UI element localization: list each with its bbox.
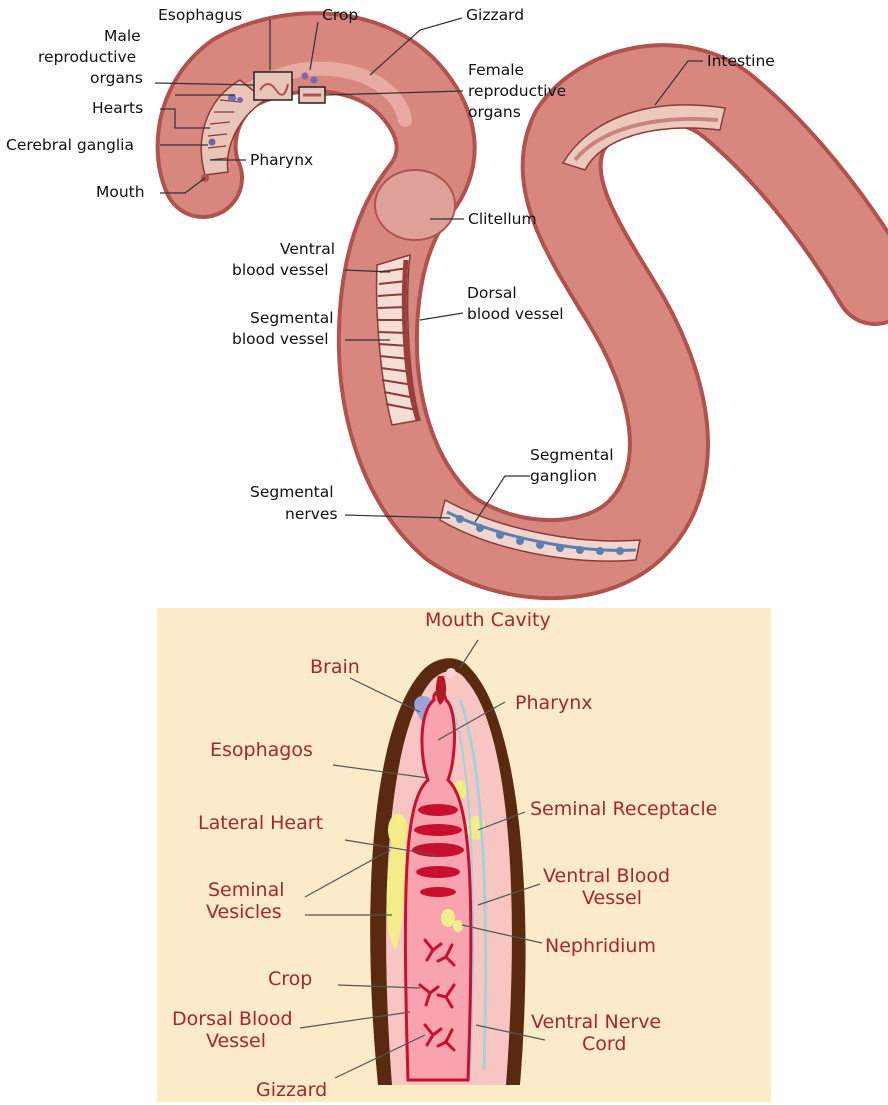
label-female-3: organs — [468, 103, 521, 121]
label-ventral-2: blood vessel — [232, 261, 329, 279]
label-intestine: Intestine — [707, 52, 775, 70]
external-worm-diagram: Esophagus Crop Gizzard Male reproductive… — [6, 6, 875, 561]
nephridium — [441, 909, 455, 927]
label-crop: Crop — [322, 6, 358, 24]
label-ventral-nerve-2: Cord — [582, 1033, 626, 1055]
label-hearts: Hearts — [92, 99, 143, 117]
label-segvessel-2: blood vessel — [232, 330, 329, 348]
label-dorsal-blood-2: Vessel — [206, 1030, 266, 1052]
label-seminal-receptacle: Seminal Receptacle — [530, 798, 717, 820]
seminal-vesicle-upper — [388, 814, 408, 846]
label-ganglion-2: ganglion — [530, 467, 597, 485]
label-segvessel-1: Segmental — [250, 309, 334, 327]
label-esophagos: Esophagos — [210, 739, 313, 761]
label-clitellum: Clitellum — [468, 210, 537, 228]
cerebral-ganglia-mark — [209, 139, 216, 146]
nephridium-2 — [453, 920, 463, 932]
label-dorsal-2: blood vessel — [467, 305, 564, 323]
label-cerebral-ganglia: Cerebral ganglia — [6, 136, 134, 154]
label-male-3: organs — [90, 69, 143, 87]
label-seminal-vesicles-1: Seminal — [208, 879, 285, 901]
label-ventral-1: Ventral — [280, 240, 335, 258]
crop-mark-2 — [311, 77, 318, 84]
label-crop-bottom: Crop — [268, 968, 312, 990]
label-ventral-blood-1: Ventral Blood — [543, 865, 670, 887]
label-mouth-cavity: Mouth Cavity — [425, 609, 551, 631]
clitellum — [375, 170, 455, 240]
label-ventral-blood-2: Vessel — [582, 887, 642, 909]
label-female-1: Female — [468, 61, 524, 79]
label-pharynx-bottom: Pharynx — [515, 692, 592, 714]
label-ganglion-1: Segmental — [530, 446, 614, 464]
label-dorsal-1: Dorsal — [467, 284, 517, 302]
hearts-mark-2 — [237, 97, 243, 103]
label-nerves-2: nerves — [285, 505, 338, 523]
label-gizzard: Gizzard — [466, 6, 524, 24]
label-gizzard-bottom: Gizzard — [256, 1079, 327, 1101]
internal-section-diagram: Mouth Cavity Brain Pharynx Esophagos Sem… — [157, 608, 771, 1102]
label-mouth: Mouth — [96, 183, 145, 201]
label-female-2: reproductive — [468, 82, 566, 100]
label-male-1: Male — [104, 27, 141, 45]
label-pharynx: Pharynx — [250, 151, 313, 169]
label-nephridium: Nephridium — [545, 935, 656, 957]
label-lateral-heart: Lateral Heart — [198, 812, 323, 834]
label-seminal-vesicles-2: Vesicles — [206, 901, 282, 923]
label-male-2: reproductive — [38, 48, 136, 66]
label-ventral-nerve-1: Ventral Nerve — [531, 1011, 661, 1033]
label-brain: Brain — [310, 656, 360, 678]
label-dorsal-blood-1: Dorsal Blood — [172, 1008, 293, 1030]
label-nerves-1: Segmental — [250, 483, 334, 501]
crop-mark — [302, 73, 309, 80]
label-esophagus: Esophagus — [158, 6, 242, 24]
mouth-cavity-opening — [446, 668, 456, 678]
